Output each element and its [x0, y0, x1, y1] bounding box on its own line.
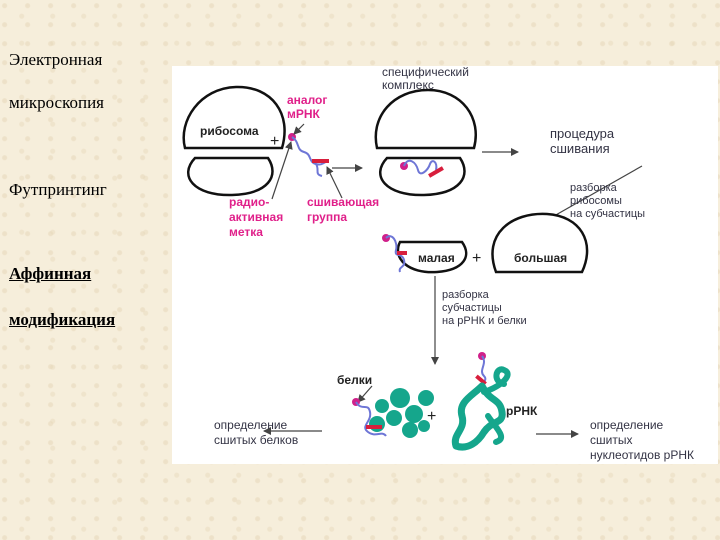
label-affinity-line1: Аффинная — [9, 264, 92, 283]
small-subunit-label: малая — [418, 251, 455, 265]
procedure-line2: сшивания — [550, 141, 610, 156]
radio-label-line2: активная — [229, 210, 283, 224]
crosslinking-scheme: рибосома + аналог мРНК радио- активная м… — [172, 66, 718, 464]
specific-complex-line1: специфический — [382, 66, 469, 79]
protein-blobs — [375, 388, 434, 438]
scheme-canvas: рибосома + аналог мРНК радио- активная м… — [182, 66, 694, 462]
plus-sign-2: + — [472, 250, 481, 267]
crosslink-group-line2: группа — [307, 210, 347, 224]
ribosome-2 — [374, 88, 477, 197]
radio-label-line3: метка — [229, 225, 263, 239]
radio-label-line1: радио- — [229, 195, 269, 209]
plus-sign-3: + — [427, 408, 436, 425]
proteins-label: белки — [337, 373, 372, 387]
mrna-analog-label-line2: мРНК — [287, 107, 321, 121]
arrow-to-crosslink-group — [326, 166, 343, 199]
disassembly-ribosome-line3: на субчастицы — [570, 208, 645, 220]
ribosome-label: рибосома — [200, 124, 259, 138]
disassembly-subunit-line1: разборка — [442, 289, 490, 301]
disassembly-ribosome-line2: рибосомы — [570, 195, 622, 207]
large-subunit — [491, 212, 589, 274]
specific-complex-line2: комплекс — [382, 78, 434, 92]
label-electron-microscopy-line2: микроскопия — [9, 93, 104, 112]
mrna-analog — [288, 133, 329, 177]
label-affinity-line2: модификация — [9, 310, 116, 329]
mrna-analog-label-line1: аналог — [287, 93, 327, 107]
detect-nucleotides-line3: нуклеотидов рРНК — [590, 448, 694, 462]
ribosome-1 — [182, 85, 286, 197]
large-subunit-label: большая — [514, 251, 567, 265]
detect-nucleotides-line1: определение — [590, 418, 664, 432]
detect-nucleotides-line2: сшитых — [590, 433, 632, 447]
rrna-structure — [451, 352, 511, 451]
procedure-line1: процедура — [550, 126, 615, 141]
label-electron-microscopy-line1: Электронная — [9, 50, 103, 69]
detect-proteins-line1: определение — [214, 418, 288, 432]
small-subunit — [382, 234, 468, 274]
arrow-to-protein — [357, 385, 373, 403]
crosslinked-protein — [352, 398, 387, 437]
disassembly-subunit-line2: субчастицы — [442, 302, 502, 314]
plus-sign-1: + — [270, 133, 279, 150]
label-footprinting: Футпринтинг — [9, 180, 107, 199]
disassembly-ribosome-line1: разборка — [570, 182, 618, 194]
crosslink-group-line1: сшивающая — [307, 195, 379, 209]
arrow-to-radio-label — [271, 141, 293, 200]
detect-proteins-line2: сшитых белков — [214, 433, 298, 447]
arrow-to-mrna-analog — [293, 123, 305, 135]
disassembly-subunit-line3: на рРНК и белки — [442, 315, 527, 327]
rrna-label: рРНК — [506, 404, 538, 418]
